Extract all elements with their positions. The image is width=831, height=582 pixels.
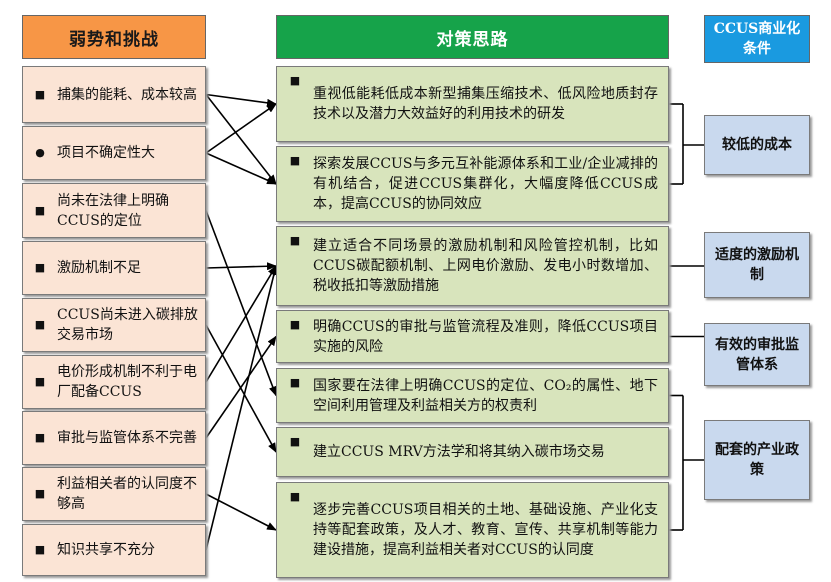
- strategy-box: ■ 明确CCUS的审批与监管流程及准则，降低CCUS项目实施的风险: [276, 310, 669, 363]
- challenge-text: 尚未在法律上明确CCUS的定位: [57, 192, 169, 229]
- strategy-text: 建立适合不同场景的激励机制和风险管控机制，比如CCUS碳配额机制、上网电价激励、…: [313, 238, 658, 294]
- bullet-square-icon: ■: [34, 87, 46, 101]
- connector-arrow: [205, 152, 277, 185]
- challenge-box: ■ 利益相关者的认同度不够高: [22, 467, 206, 521]
- strategy-text: 明确CCUS的审批与监管流程及准则，降低CCUS项目实施的风险: [313, 318, 658, 355]
- bullet-square-icon: ■: [34, 431, 46, 444]
- strategy-box: ■ 建立CCUS MRV方法学和将其纳入碳市场交易: [276, 427, 669, 477]
- bullet-square-icon: ■: [289, 154, 301, 167]
- strategy-text: 建立CCUS MRV方法学和将其纳入碳市场交易: [313, 444, 605, 460]
- challenge-text: 捕集的能耗、成本较高: [57, 86, 197, 103]
- connector-arrow: [205, 103, 277, 154]
- bullet-square-icon: ■: [34, 543, 46, 556]
- condition-box: 较低的成本: [704, 115, 810, 175]
- strategy-text: 国家要在法律上明确CCUS的定位、CO₂的属性、地下空间利用管理及利益相关方的权…: [313, 377, 658, 414]
- connector-arrow: [205, 210, 277, 397]
- challenge-text: 审批与监管体系不完善: [57, 430, 197, 446]
- challenge-box: ■ 知识共享不充分: [22, 524, 206, 576]
- bullet-square-icon: ■: [289, 490, 301, 503]
- bullet-square-icon: ■: [34, 203, 46, 217]
- condition-box: 配套的产业政策: [704, 420, 810, 500]
- connector-arrow: [205, 262, 277, 271]
- challenges-header: 弱势和挑战: [22, 15, 206, 59]
- bullet-square-icon: ■: [289, 234, 301, 247]
- connector-arrow: [205, 93, 277, 107]
- connector-arrow: [205, 265, 278, 551]
- connector-arrow: [205, 493, 277, 531]
- bullet-square-icon: ■: [34, 375, 46, 388]
- strategy-box: ■ 逐步完善CCUS项目相关的土地、基础设施、产业化支持等配套政策，及人才、教育…: [276, 482, 669, 578]
- challenge-box: ■ 审批与监管体系不完善: [22, 411, 206, 465]
- condition-box: 有效的审批监管体系: [704, 323, 810, 386]
- strategy-box: ■ 重视低能耗低成本新型捕集压缩技术、低风险地质封存技术以及潜力大效益好的利用技…: [276, 66, 669, 142]
- challenge-box: ■ 尚未在法律上明确CCUS的定位: [22, 183, 206, 238]
- strategy-box: ■ 探索发展CCUS与多元互补能源体系和工业/企业减排的有机结合，促进CCUS集…: [276, 146, 669, 222]
- bullet-square-icon: ■: [34, 318, 46, 331]
- conditions-header: CCUS商业化条件: [704, 15, 810, 63]
- challenge-text: 知识共享不充分: [57, 542, 155, 558]
- bullet-circle-icon: ●: [35, 146, 45, 159]
- connector-arrow: [205, 335, 277, 439]
- challenge-text: CCUS尚未进入碳排放交易市场: [57, 307, 198, 343]
- condition-box: 适度的激励机制: [704, 232, 810, 298]
- strategy-text: 重视低能耗低成本新型捕集压缩技术、低风险地质封存技术以及潜力大效益好的利用技术的…: [313, 86, 658, 122]
- challenge-text: 利益相关者的认同度不够高: [57, 476, 197, 512]
- strategy-box: ■ 建立适合不同场景的激励机制和风险管控机制，比如CCUS碳配额机制、上网电价激…: [276, 226, 669, 306]
- strategies-header: 对策思路: [276, 15, 669, 59]
- strategy-text: 逐步完善CCUS项目相关的土地、基础设施、产业化支持等配套政策，及人才、教育、宣…: [313, 502, 658, 558]
- challenge-box: ■ 捕集的能耗、成本较高: [22, 66, 206, 123]
- challenge-text: 项目不确定性大: [57, 145, 155, 161]
- challenge-text: 激励机制不足: [57, 260, 141, 276]
- challenge-box: ■ 激励机制不足: [22, 241, 206, 295]
- bullet-square-icon: ■: [289, 376, 301, 389]
- challenge-box: ■ 电价形成机制不利于电厂配备CCUS: [22, 355, 206, 409]
- bullet-square-icon: ■: [289, 435, 301, 448]
- bullet-square-icon: ■: [34, 261, 46, 274]
- bullet-square-icon: ■: [289, 318, 301, 331]
- connector-arrow: [205, 265, 277, 383]
- challenge-box: ■ CCUS尚未进入碳排放交易市场: [22, 298, 206, 352]
- bullet-square-icon: ■: [289, 74, 301, 87]
- bullet-square-icon: ■: [34, 487, 46, 500]
- strategy-box: ■ 国家要在法律上明确CCUS的定位、CO₂的属性、地下空间利用管理及利益相关方…: [276, 368, 669, 423]
- strategy-text: 探索发展CCUS与多元互补能源体系和工业/企业减排的有机结合，促进CCUS集群化…: [313, 156, 658, 212]
- challenge-text: 电价形成机制不利于电厂配备CCUS: [57, 364, 197, 400]
- connector-arrow: [205, 94, 277, 185]
- challenge-box: ● 项目不确定性大: [22, 126, 206, 180]
